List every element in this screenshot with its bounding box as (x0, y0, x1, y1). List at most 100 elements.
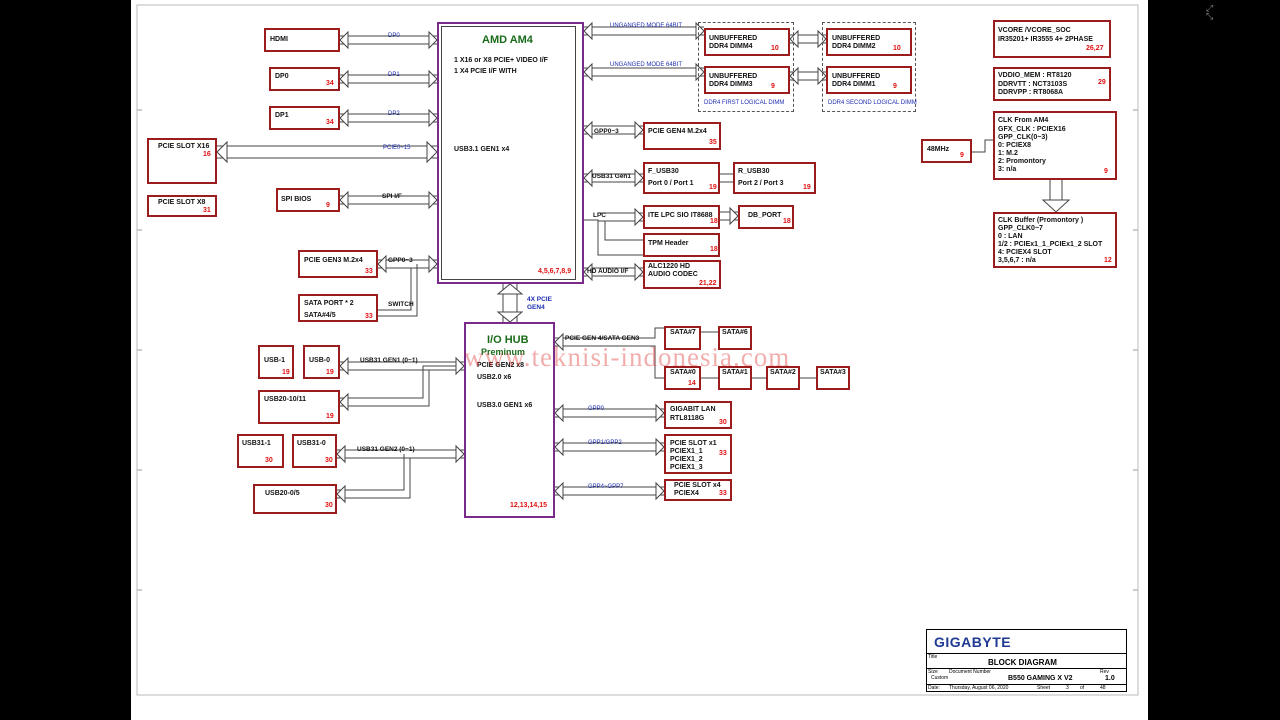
usb20-1011-label: USB20-10/11 (264, 396, 307, 403)
clk-l7: 3: n/a (998, 166, 1017, 173)
pcie-x8-box (147, 195, 217, 217)
sata-port-box (298, 294, 378, 322)
pcie-x16-box (147, 138, 217, 184)
expand-icon[interactable]: ⤢ (1206, 3, 1214, 13)
hub-l3: USB3.0 GEN1 x6 (477, 402, 533, 409)
dp1-box (269, 106, 340, 130)
sata0-label: SATA#0 (670, 369, 696, 376)
rev-label: Rev (1100, 669, 1109, 675)
dimm4-box (704, 28, 790, 56)
bus-dp2: DP2 (388, 111, 400, 117)
docnum-label: Document Number (949, 669, 991, 675)
clk-l3: GPP_CLK(0~3) (998, 134, 1048, 141)
gigabit-lan-box (664, 401, 732, 429)
link-label-2: GEN4 (527, 304, 545, 311)
clk-l4: 0: PCIEX8 (998, 142, 1032, 149)
dimm3-l2: DDR4 DIMM3 (709, 81, 753, 88)
date-value: Thursday, August 06, 2020 (949, 685, 1009, 691)
clkbuf-l6: 3,5,6,7 : n/a (998, 257, 1036, 264)
osc-48mhz-box (921, 139, 972, 163)
title-divider-2 (926, 668, 1127, 669)
bus-gpp12: GPP1/GPP2 (588, 440, 622, 446)
bus-pcie: PCIE0~15 (383, 145, 411, 151)
sata3-box (816, 366, 850, 390)
sata2-label: SATA#2 (770, 369, 796, 376)
bus-lpc: LPC (593, 212, 606, 219)
hub-l1: PCIE GEN2 x8 (477, 362, 525, 369)
bus-dp0: DP0 (388, 33, 400, 39)
usb-1-box (258, 345, 294, 379)
usb31-0-label: USB31-0 (297, 440, 326, 447)
alc1220-l1: ALC1220 HD (648, 263, 691, 270)
sheet-title: BLOCK DIAGRAM (988, 658, 1057, 667)
vddio-page: 29 (1098, 79, 1106, 86)
dimm3-page: 9 (771, 83, 775, 90)
dimm2-l2: DDR4 DIMM2 (832, 43, 876, 50)
vcore-l1: VCORE /VCORE_SOC (998, 27, 1071, 34)
pcie-x1-l1: PCIE SLOT x1 (670, 440, 717, 447)
pcie-x1-page: 33 (719, 450, 727, 457)
m2-gen3-box (298, 250, 378, 278)
alc1220-box (643, 260, 721, 289)
ddr-first-label: DDR4 FIRST LOGICAL DIMM (704, 100, 785, 106)
spi-bios-box (276, 188, 340, 212)
tpm-page: 18 (710, 246, 718, 253)
bus-gpp0: GPP0 (588, 406, 605, 412)
bus-usb31gen1: USB31 Gen1 (592, 173, 632, 180)
clkbuf-l3: 0 : LAN (998, 233, 1023, 240)
clk-l5: 1: M.2 (998, 150, 1018, 157)
hub-pages: 12,13,14,15 (510, 502, 547, 509)
lan-l1: GIGABIT LAN (670, 406, 716, 413)
usb31-0-box (292, 434, 337, 468)
vcore-box (993, 20, 1111, 58)
pcie-x16-label: PCIE SLOT X16 (158, 143, 210, 150)
bus-gpp03-right: GPP0~3 (594, 128, 619, 135)
usb-0-page: 19 (326, 369, 334, 376)
clkbuf-page: 12 (1104, 257, 1112, 264)
size-value: Custom (931, 675, 949, 681)
dimm3-box (704, 66, 790, 94)
dimm1-l1: UNBUFFERED (832, 73, 881, 80)
m2-gen4-label: PCIE GEN4 M.2x4 (648, 128, 707, 135)
gigabyte-logo: GIGABYTE (934, 634, 1012, 650)
bus-usbh2: USB31 GEN2 (0~1) (357, 446, 415, 453)
io-hub (464, 322, 555, 518)
clkbuf-l2: GPP_CLK0~7 (998, 225, 1043, 232)
cpu-title: AMD AM4 (482, 34, 533, 46)
hub-subtitle: Preminum (481, 347, 526, 357)
dimm2-l1: UNBUFFERED (832, 35, 881, 42)
vddio-l2: DDRVTT : NCT3103S (998, 81, 1068, 88)
hdmi-box (264, 28, 340, 52)
sata7-box (664, 326, 701, 350)
ite-sio-box (643, 205, 720, 229)
osc-page: 9 (960, 152, 964, 159)
vddio-l3: DDRVPP : RT8068A (998, 89, 1064, 96)
usb-0-label: USB-0 (309, 357, 331, 364)
hub-l2: USB2.0 x6 (477, 374, 512, 381)
usb20-05-label: USB20-0/5 (265, 490, 300, 497)
of-label: of (1080, 685, 1085, 691)
bus-usbh1: USB31 GEN1 (0~1) (360, 357, 418, 364)
usb-1-page: 19 (282, 369, 290, 376)
sata0-box (664, 366, 701, 390)
dimm4-l2: DDR4 DIMM4 (709, 43, 753, 50)
dimm4-page: 10 (771, 45, 779, 52)
pcie-x1-l3: PCIEX1_2 (670, 456, 703, 463)
sata-port-label2: SATA#4/5 (304, 312, 336, 319)
sata1-box (718, 366, 752, 390)
sheets-total: 48 (1100, 685, 1106, 691)
sheet-label: Sheet (1037, 685, 1051, 691)
pcie-x4-box (664, 479, 732, 501)
r-usb30-page: 19 (803, 184, 811, 191)
usb-1-label: USB-1 (264, 357, 286, 364)
size-label: Size (928, 669, 938, 675)
osc-label: 48MHz (927, 146, 950, 153)
m2-gen3-label: PCIE GEN3 M.2x4 (304, 257, 363, 264)
vddio-box (993, 67, 1111, 101)
sata0-page: 14 (688, 380, 696, 387)
f-usb30-box (643, 162, 720, 194)
db-port-label: DB_PORT (748, 212, 782, 219)
clk-am4-box (993, 111, 1117, 180)
collapse-icon[interactable]: ⤡ (1206, 11, 1214, 21)
pcie-x1-l2: PCIEX1_1 (670, 448, 703, 455)
